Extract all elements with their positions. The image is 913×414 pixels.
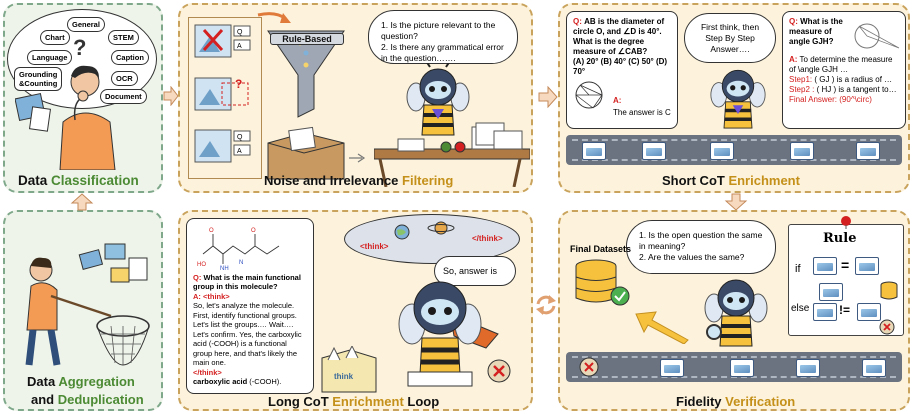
fidelity-title: Fidelity Verification: [676, 394, 796, 409]
category-chip-general: General: [67, 17, 105, 32]
rule-card: [813, 257, 837, 275]
fidelity-panel: 1. Is the open question the same in mean…: [558, 210, 910, 411]
answer-speech-bubble: So, answer is: [434, 256, 516, 286]
globe-icon: [394, 224, 410, 240]
database-icon: [575, 259, 630, 306]
thinking-person-illustration: [15, 65, 116, 170]
category-chip-document: Document: [100, 89, 147, 104]
think-box: [321, 346, 377, 393]
aggregation-panel: Data Aggregation and Deduplication: [3, 210, 163, 411]
long-cot-reasoning: So, let's analyze the molecule. First, i…: [193, 301, 302, 367]
arrow-right-icon: [349, 153, 366, 163]
belt-card: [660, 359, 684, 377]
belt-card: [790, 142, 814, 160]
database-icon: [880, 281, 898, 300]
svg-text:N: N: [239, 260, 243, 266]
arrow-down-icon: [724, 193, 748, 211]
loop-arrows-icon: [536, 295, 556, 315]
arrow-right-icon: [163, 86, 179, 106]
short-cot-answer: The answer is C: [613, 108, 671, 117]
short-cot-answer-card: Q: What is the measure of angle GJH? A: …: [782, 11, 906, 129]
reject-icon: [487, 359, 511, 383]
thought-cloud: [344, 214, 520, 264]
pin-icon: [841, 216, 851, 229]
arrow-right-icon: [538, 86, 558, 108]
aggregation-person-illustration: [25, 243, 150, 366]
short-cot-panel: Q: AB is the diameter of circle O, and ∠…: [558, 3, 910, 193]
arrow-up-icon: [70, 193, 94, 211]
short-cot-question-card: Q: AB is the diameter of circle O, and ∠…: [566, 11, 678, 129]
svg-text:A: A: [237, 148, 242, 155]
svg-text:O: O: [251, 228, 256, 234]
aggregation-title-line2: and Deduplication: [31, 392, 144, 407]
think-box-label: think: [334, 372, 354, 381]
cardboard-box: [267, 126, 345, 180]
planet-icon: [427, 221, 455, 235]
long-cot-panel: HO O NH N O Q: What is the main function…: [178, 210, 533, 411]
reject-icon: [879, 319, 895, 335]
cloud-think-open: <think>: [360, 242, 389, 251]
belt-card: [862, 359, 886, 377]
filter-question-bubble: 1. Is the picture relevant to the questi…: [368, 10, 518, 64]
filtering-panel: Q A ? Q A Rule-Based 1. Is the pic: [178, 3, 533, 193]
belt-card: [710, 142, 734, 160]
classification-title: Data Classification: [18, 173, 139, 188]
belt-card: [642, 142, 666, 160]
svg-text:O: O: [209, 228, 214, 234]
bee-robot-illustration: [710, 69, 766, 129]
good-image-card: Q A: [194, 129, 251, 163]
step-by-step-bubble: First think, then Step By Step Answer….: [684, 13, 776, 63]
bee-robot-illustration: [406, 63, 470, 136]
arrow-up-left-icon: [635, 311, 689, 344]
filter-question-2: 2. Is there any grammatical error in the…: [381, 42, 504, 63]
fidelity-question-1: 1. Is the open question the same in mean…: [639, 230, 763, 251]
curved-arrow-icon: [257, 12, 291, 23]
rule-based-label: Rule-Based: [270, 33, 344, 45]
belt-card: [796, 359, 820, 377]
category-chip-language: Language: [27, 50, 73, 65]
reject-icon: [579, 357, 599, 377]
belt-card: [730, 359, 754, 377]
rule-card: [819, 283, 843, 301]
bee-robot-illustration: [704, 279, 768, 347]
category-chip-grounding: Grounding &Counting: [14, 67, 63, 91]
long-cot-qa-card: HO O NH N O Q: What is the main function…: [186, 218, 314, 394]
category-chip-ocr: OCR: [111, 71, 138, 86]
bad-image-card: Q A: [194, 24, 251, 58]
filtering-title: Noise and Irrelevance Filtering: [264, 173, 454, 188]
circle-diagram: [575, 81, 603, 109]
question-mark: ?: [73, 35, 87, 60]
classification-panel: General Chart STEM Language Caption Grou…: [3, 3, 163, 193]
conveyor-belt: [566, 135, 902, 165]
desk-illustration: [374, 122, 530, 187]
fidelity-question-bubble: 1. Is the open question the same in mean…: [626, 220, 776, 274]
belt-card: [856, 142, 880, 160]
aggregation-title-line1: Data Aggregation: [27, 374, 135, 389]
filter-question-1: 1. Is the picture relevant to the questi…: [381, 20, 496, 41]
svg-text:HO: HO: [197, 262, 206, 268]
cloud-think-close: </think>: [472, 234, 503, 243]
tangent-diagram: [854, 23, 900, 49]
question-image-card: [194, 77, 249, 111]
long-cot-title: Long CoT Enrichment Loop: [268, 394, 440, 409]
svg-text:Q: Q: [237, 134, 243, 141]
final-datasets-label: Final Datasets: [570, 244, 632, 254]
filter-question-mark: ?: [235, 77, 243, 91]
svg-text:A: A: [237, 43, 242, 50]
rule-card: [813, 303, 837, 321]
molecule-structure: HO O NH N O: [197, 228, 280, 272]
rule-card: [855, 257, 879, 275]
belt-card: [582, 142, 606, 160]
fidelity-question-2: 2. Are the values the same?: [639, 252, 745, 262]
short-cot-title: Short CoT Enrichment: [662, 173, 800, 188]
rule-document: Rule if else = !=: [788, 216, 904, 336]
category-chip-caption: Caption: [111, 50, 149, 65]
category-chip-stem: STEM: [108, 30, 139, 45]
svg-text:Q: Q: [237, 29, 243, 36]
rule-card: [857, 303, 881, 321]
svg-text:NH: NH: [220, 266, 229, 270]
bee-robot-illustration: [398, 281, 499, 387]
category-chip-chart: Chart: [40, 30, 70, 45]
